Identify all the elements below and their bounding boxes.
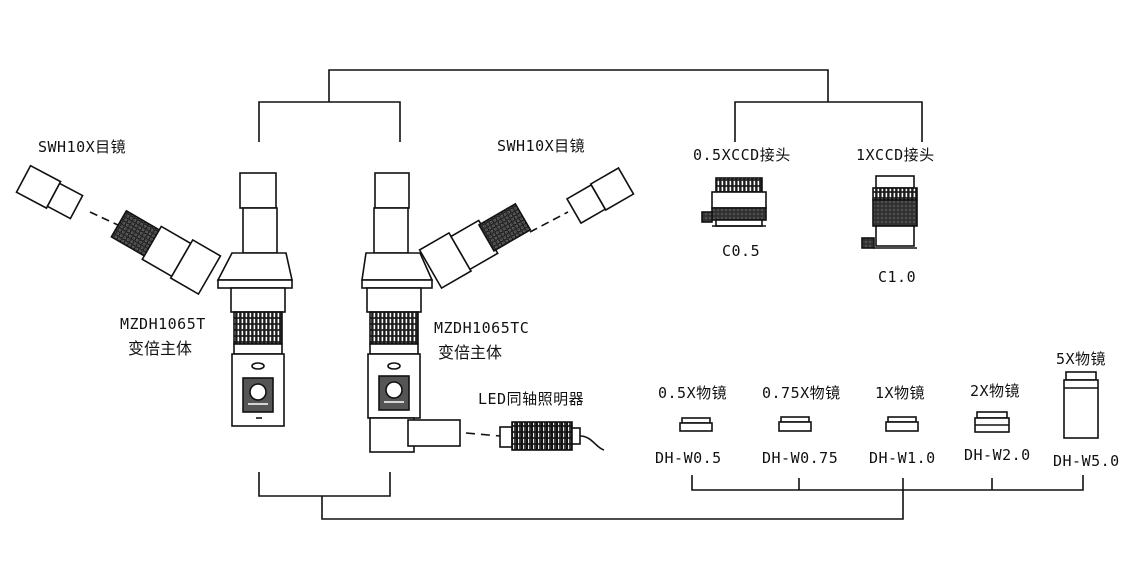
eyepiece-right-drawing (565, 166, 635, 225)
objective-w50-code: DH-W5.0 (1053, 452, 1120, 470)
body-right-model: MZDH1065TC (434, 319, 530, 337)
eyepiece-left-drawing (15, 164, 84, 220)
ccd-c05-code: C0.5 (722, 242, 761, 260)
led-illuminator-drawing (465, 421, 605, 451)
eyepiece-right-label: SWH10X目镜 (497, 137, 586, 155)
body-left-model: MZDH1065T (120, 315, 206, 333)
ccd-c10-title: 1XCCD接头 (856, 146, 935, 164)
body-right-desc: 变倍主体 (438, 343, 503, 362)
zoom-body-right-drawing (361, 172, 532, 453)
ccd-c10-code: C1.0 (878, 268, 917, 286)
objective-w075-drawing (778, 416, 812, 432)
objective-w50-title: 5X物镜 (1056, 350, 1107, 368)
objective-w10-drawing (885, 416, 919, 432)
objective-w50-drawing (1063, 371, 1099, 439)
zoom-body-left-drawing (110, 172, 293, 427)
objective-w10-code: DH-W1.0 (869, 449, 936, 467)
ccd-c05-title: 0.5XCCD接头 (693, 146, 791, 164)
objective-w20-code: DH-W2.0 (964, 446, 1031, 464)
objective-w075-code: DH-W0.75 (762, 449, 839, 467)
objective-w075-title: 0.75X物镜 (762, 384, 841, 402)
bottom-bracket-bodies (258, 472, 391, 497)
objective-w05-drawing (679, 417, 713, 432)
eyepiece-left-label: SWH10X目镜 (38, 138, 127, 156)
bottom-bracket-objectives (691, 475, 1084, 491)
connector-brackets (258, 69, 1084, 520)
objective-w05-code: DH-W0.5 (655, 449, 722, 467)
ccd-adapter-c05-drawing (701, 177, 767, 227)
top-bracket-main (328, 69, 829, 102)
top-bracket-ccd (734, 101, 923, 142)
body-left-desc: 变倍主体 (128, 339, 193, 358)
eyepiece-right-dash (529, 211, 569, 233)
objective-w20-drawing (974, 411, 1010, 433)
eyepiece-left-dash (89, 211, 119, 226)
illuminator-label: LED同轴照明器 (478, 390, 585, 408)
bottom-bracket-main (321, 490, 904, 520)
objective-w10-title: 1X物镜 (875, 384, 926, 402)
objective-w20-title: 2X物镜 (970, 382, 1021, 400)
top-bracket-bodies (258, 101, 401, 142)
ccd-adapter-c10-drawing (861, 175, 918, 249)
objective-w05-title: 0.5X物镜 (658, 384, 728, 402)
